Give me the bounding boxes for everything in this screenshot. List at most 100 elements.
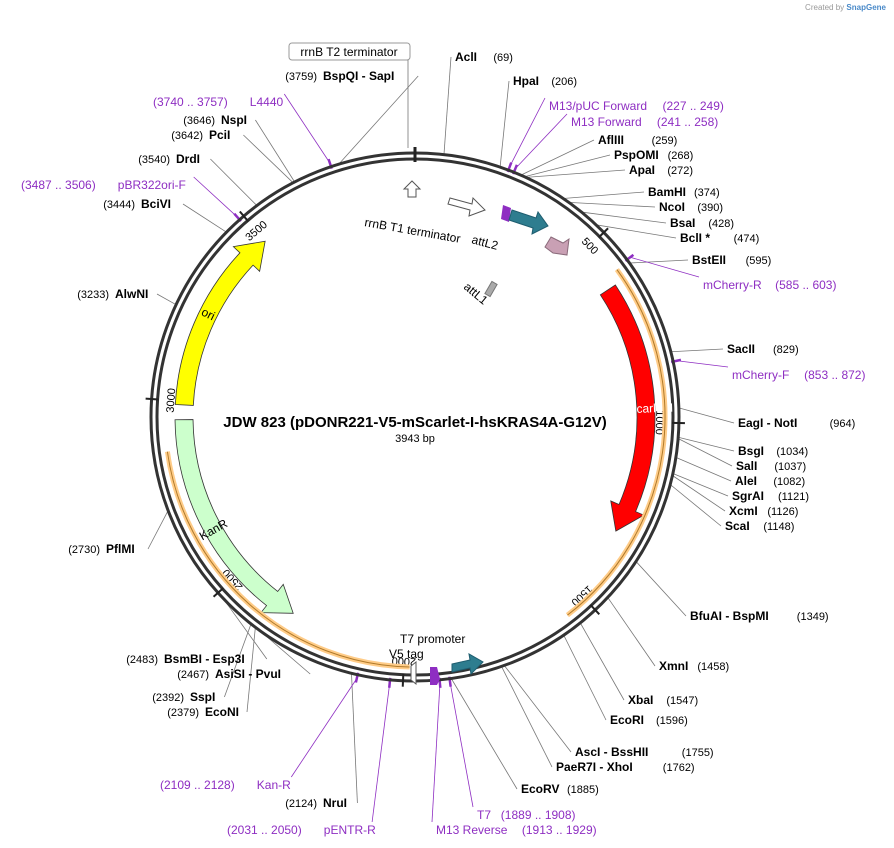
enzyme-position: (1596): [656, 715, 688, 727]
enzyme-position: (1082): [773, 476, 805, 488]
primer-m13-forward[interactable]: M13 Forward(241 .. 258): [571, 115, 718, 129]
enzyme-hpai[interactable]: HpaI(206): [513, 74, 577, 88]
enzyme-name: BstEII: [692, 253, 726, 267]
primer-leader: [283, 93, 331, 164]
enzyme-position: (1121): [778, 491, 809, 503]
enzyme-position: (829): [773, 344, 799, 356]
enzyme-bsteii[interactable]: BstEII(595): [692, 253, 771, 267]
enzyme-name: PspOMI: [614, 148, 659, 162]
enzyme-position: (1458): [697, 661, 729, 673]
primer-mcherry-f[interactable]: mCherry-F(853 .. 872): [732, 368, 865, 382]
enzyme-position: (1762): [663, 762, 695, 774]
enzyme-leader: [222, 597, 268, 660]
small-features-bottom: T7 promoter V5 tag: [389, 632, 484, 686]
enzyme-eagi-noti[interactable]: EagI - NotI(964): [738, 416, 855, 430]
feature-label-ori: ori: [199, 305, 217, 323]
enzyme-bamhi[interactable]: BamHI(374): [648, 185, 720, 199]
enzyme-position: (3233): [77, 289, 109, 301]
enzyme-leader: [147, 510, 169, 550]
enzyme-position: (3759): [285, 71, 317, 83]
enzyme-bsai[interactable]: BsaI(428): [670, 216, 734, 230]
primer-leader: [193, 176, 238, 217]
enzyme-position: (2483): [126, 654, 158, 666]
tick-mark: [598, 227, 609, 239]
enzyme-drdi[interactable]: (3540)DrdI: [138, 152, 200, 166]
enzyme-position: (206): [551, 76, 577, 88]
rrnb-t1-terminator-arrow: [402, 180, 422, 198]
enzyme-xcmi[interactable]: XcmI(1126): [729, 504, 798, 518]
primer-pentr-r[interactable]: (2031 .. 2050)pENTR-R: [227, 823, 376, 837]
enzyme-position: (1349): [797, 611, 829, 623]
enzyme-paer7i-xhoi[interactable]: PaeR7I - XhoI(1762): [556, 760, 695, 774]
enzyme-sspi[interactable]: (2392)SspI: [152, 690, 215, 704]
primer-labels: M13/pUC Forward(227 .. 249) M13 Forward(2…: [21, 95, 865, 837]
enzyme-position: (1126): [767, 506, 798, 518]
enzyme-name: AflIII: [598, 133, 624, 147]
enzyme-leader: [669, 484, 722, 527]
feature-label-m13-fwd: attL2: [470, 232, 500, 253]
enzyme-bsmbi-esp3i[interactable]: (2483)BsmBI - Esp3I: [126, 652, 245, 666]
enzyme-name: EcoRI: [610, 713, 644, 727]
primer-kan-r[interactable]: (2109 .. 2128)Kan-R: [160, 778, 291, 792]
enzyme-afliii[interactable]: AflIII(259): [598, 133, 677, 147]
enzyme-alwni[interactable]: (3233)AlwNI: [77, 287, 148, 301]
enzyme-name: BspQI - SapI: [323, 69, 394, 83]
enzyme-position: (272): [667, 165, 693, 177]
enzyme-name: PciI: [209, 128, 230, 142]
enzyme-pcii[interactable]: (3642)PciI: [171, 128, 230, 142]
enzyme-sacii[interactable]: SacII(829): [727, 342, 799, 356]
enzyme-ncoi[interactable]: NcoI(390): [659, 200, 723, 214]
enzyme-leader: [629, 259, 689, 264]
enzyme-asisi-pvui[interactable]: (2467)AsiSI - PvuI: [177, 667, 281, 681]
enzyme-leader: [525, 169, 626, 178]
enzyme-leader: [182, 203, 227, 233]
enzyme-apai[interactable]: ApaI(272): [629, 163, 693, 177]
tick-label: 1000: [653, 410, 666, 435]
enzyme-pspomi[interactable]: PspOMI(268): [614, 148, 693, 162]
primer-name: T7: [477, 808, 491, 822]
enzyme-position: (390): [697, 202, 723, 214]
feature-label-kozak: attL1: [461, 280, 491, 308]
enzyme-bcli[interactable]: BclI *(474): [680, 231, 759, 245]
primer-l4440[interactable]: (3740 .. 3757)L4440: [153, 95, 283, 109]
enzyme-position: (1547): [666, 695, 698, 707]
enzyme-nspi[interactable]: (3646)NspI: [183, 113, 247, 127]
enzyme-position: (1755): [682, 747, 714, 759]
primer-m13-puc-forward[interactable]: M13/pUC Forward(227 .. 249): [549, 99, 724, 113]
primer-leader: [371, 683, 391, 823]
enzyme-bsgi[interactable]: BsgI(1034): [738, 444, 808, 458]
enzyme-acli[interactable]: AclI(69): [455, 50, 513, 64]
enzyme-position: (964): [830, 418, 856, 430]
primer-pbr322ori-f[interactable]: (3487 .. 3506)pBR322ori-F: [21, 178, 186, 192]
tick-label: 3000: [165, 388, 179, 413]
enzyme-leader: [635, 561, 687, 617]
enzyme-econi[interactable]: (2379)EcoNI: [167, 705, 239, 719]
enzyme-xbai[interactable]: XbaI(1547): [628, 693, 698, 707]
primer-m13-reverse[interactable]: M13 Reverse(1913 .. 1929): [436, 823, 597, 837]
kozak-marker: [484, 280, 498, 298]
enzyme-ecori[interactable]: EcoRI (1596): [610, 713, 688, 727]
enzyme-bspqi-sapi[interactable]: (3759) BspQI - SapI: [285, 69, 394, 83]
enzyme-sgrai[interactable]: SgrAI(1121): [732, 489, 809, 503]
enzyme-bcivi[interactable]: (3444)BciVI: [103, 197, 171, 211]
enzyme-asci-bsshii[interactable]: AscI - BssHII(1755): [575, 745, 714, 759]
enzyme-position: (1885): [567, 784, 599, 796]
feature-label-rrnb-t2: rrnB T2 terminator: [300, 45, 397, 59]
primer-t7[interactable]: T7(1889 .. 1908): [477, 808, 576, 822]
enzyme-nrui[interactable]: (2124)NruI: [285, 796, 347, 810]
m13-rev-marker: [430, 667, 440, 685]
enzyme-ecorv[interactable]: EcoRV(1885): [521, 782, 599, 796]
enzyme-position: (3646): [183, 115, 215, 127]
enzyme-bfuai-bspmi[interactable]: BfuAI - BspMI(1349): [690, 609, 829, 623]
primer-leader: [290, 678, 358, 778]
plasmid-name: JDW 823 (pDONR221-V5-mScarlet-I-hsKRAS4A…: [223, 414, 606, 431]
enzyme-sali[interactable]: SalI(1037): [736, 459, 806, 473]
enzyme-pflmi[interactable]: (2730)PflMI: [68, 542, 134, 556]
primer-mcherry-r[interactable]: mCherry-R(585 .. 603): [703, 278, 836, 292]
primer-leader: [449, 682, 474, 808]
enzyme-xmni[interactable]: XmnI(1458): [659, 659, 729, 673]
enzyme-scai[interactable]: ScaI(1148): [725, 519, 794, 533]
enzyme-alei[interactable]: AleI(1082): [735, 474, 805, 488]
enzyme-leader: [503, 665, 572, 753]
v5-tag-marker: [544, 236, 570, 256]
